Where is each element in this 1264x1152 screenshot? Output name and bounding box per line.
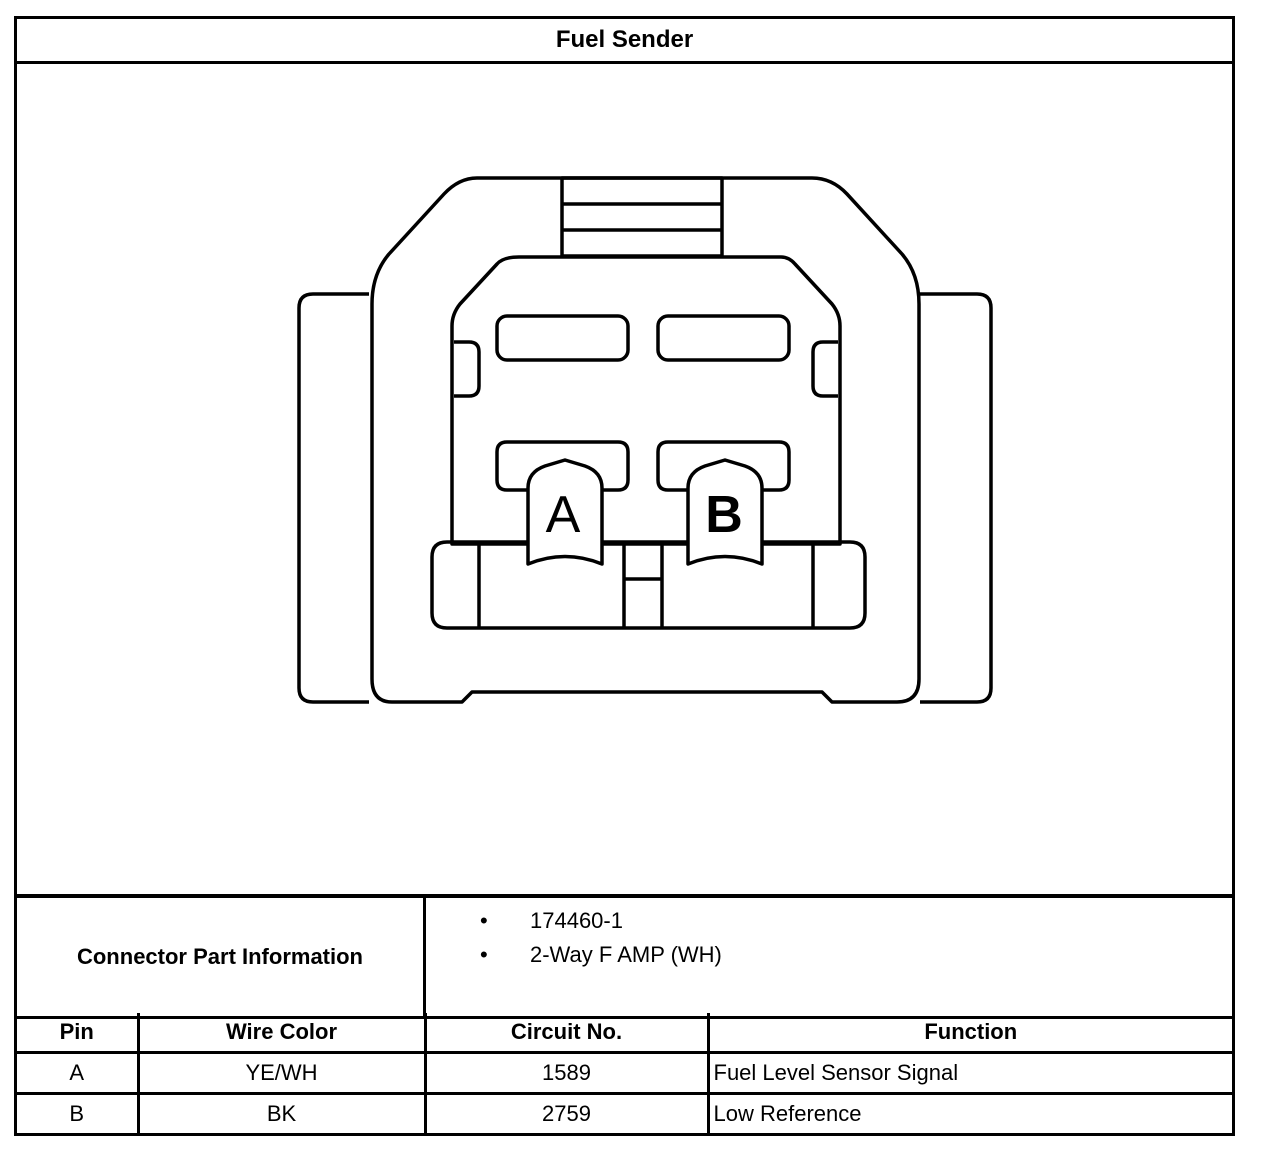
latch — [560, 176, 724, 258]
cell-circuit-no: 1589 — [425, 1052, 710, 1095]
cavity-top-left — [495, 314, 630, 362]
pin-label-b: B — [705, 486, 743, 544]
cell-function: Low Reference — [713, 1101, 862, 1126]
header-wire-color: Wire Color — [138, 1013, 427, 1054]
bullet-icon: • — [480, 908, 488, 933]
cell-wire-color: YE/WH — [138, 1052, 427, 1095]
cell-pin: A — [17, 1052, 140, 1095]
connector-housing — [370, 176, 921, 704]
header-function: Function — [708, 1013, 1232, 1054]
cell-function: Fuel Level Sensor Signal — [708, 1052, 1232, 1095]
header-circuit-no: Circuit No. — [425, 1013, 710, 1054]
part-description: 2-Way F AMP (WH) — [530, 942, 722, 967]
lock-bar — [430, 540, 867, 630]
part-number: 174460-1 — [530, 908, 623, 933]
connector-drawing: A B — [297, 176, 993, 704]
cell-circuit-no: 2759 — [425, 1093, 710, 1133]
cavity-bottom-left — [495, 440, 630, 492]
connector-part-list: • 174460-1 • 2-Way F AMP (WH) — [426, 898, 1232, 1016]
inner-face — [450, 255, 842, 546]
cell-wire-color: BK — [138, 1093, 427, 1133]
terminal-b — [686, 458, 764, 566]
right-ear — [920, 292, 993, 704]
pin-label-a: A — [546, 486, 581, 544]
header-pin: Pin — [17, 1013, 140, 1054]
connector-part-info: Connector Part Information • 174460-1 • … — [17, 894, 1232, 1019]
page-title: Fuel Sender — [17, 19, 1232, 64]
left-ear — [297, 292, 369, 704]
table-row: A YE/WH 1589 Fuel Level Sensor Signal — [17, 1052, 1232, 1095]
table-header-row: Pin Wire Color Circuit No. Function — [17, 1013, 1232, 1054]
table-row: B BK 2759 Low Reference — [17, 1093, 1232, 1133]
connector-chart: Fuel Sender — [14, 16, 1235, 1136]
connector-diagram: A B — [17, 64, 1232, 894]
cavity-top-right — [656, 314, 791, 362]
bullet-icon: • — [480, 942, 488, 967]
pin-table: Pin Wire Color Circuit No. Function A YE… — [17, 1013, 1232, 1133]
terminal-a — [526, 458, 604, 566]
cell-pin: B — [17, 1093, 140, 1133]
cavity-bottom-right — [656, 440, 791, 492]
connector-part-info-label: Connector Part Information — [17, 898, 426, 1016]
